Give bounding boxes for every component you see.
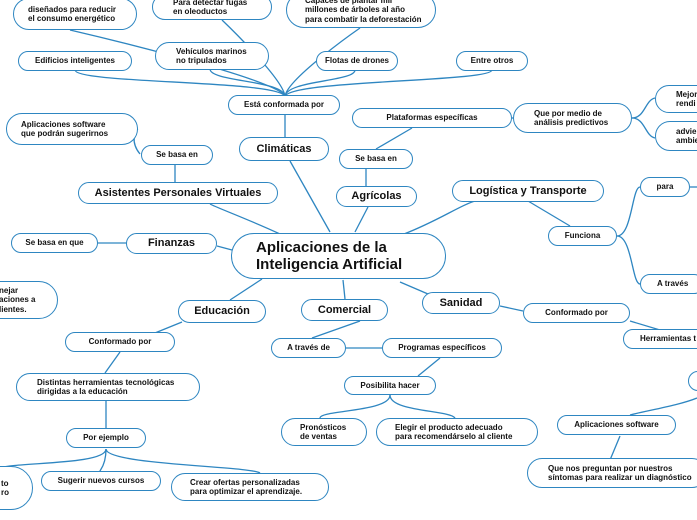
link xyxy=(216,245,233,251)
node-sales-forecast[interactable]: Pronósticos de ventas xyxy=(281,418,367,446)
node-educacion-connector[interactable]: Conformado por xyxy=(65,332,175,352)
node-predictive-analysis[interactable]: Que por medio de análisis predictivos xyxy=(513,103,632,133)
node-asistentes-connector[interactable]: Se basa en xyxy=(141,145,213,165)
node-comercial-connector2[interactable]: Posibilita hacer xyxy=(344,376,436,395)
node-asistentes[interactable]: Asistentes Personales Virtuales xyxy=(78,182,278,204)
link xyxy=(403,199,479,235)
link xyxy=(209,68,286,98)
link xyxy=(417,357,441,377)
node-leak-detection[interactable]: Para detectar fugas en oleoductos xyxy=(152,0,272,20)
link xyxy=(311,320,361,339)
link xyxy=(289,160,331,233)
node-product-recommend[interactable]: Elegir el producto adecuado para recomen… xyxy=(376,418,538,446)
node-logistica-traves[interactable]: A través xyxy=(640,274,697,294)
node-sanidad-connector[interactable]: Conformado por xyxy=(523,303,630,323)
node-tree-planting[interactable]: Capaces de plantar mil millones de árbol… xyxy=(286,0,436,28)
link xyxy=(74,69,286,98)
link xyxy=(375,127,413,150)
link xyxy=(104,351,121,374)
node-climaticas-connector[interactable]: Está conformada por xyxy=(228,95,340,115)
link xyxy=(616,235,641,285)
node-educacion[interactable]: Educación xyxy=(178,300,266,323)
node-symptom-diagnosis[interactable]: Que nos preguntan por nuestros síntomas … xyxy=(527,458,697,488)
node-comercial[interactable]: Comercial xyxy=(301,299,388,321)
link xyxy=(499,305,524,312)
node-sanidad[interactable]: Sanidad xyxy=(422,292,500,314)
link xyxy=(209,203,281,235)
link xyxy=(609,435,621,461)
node-edu-offers[interactable]: Crear ofertas personalizadas para optimi… xyxy=(171,473,329,501)
node-smart-buildings[interactable]: Edificios inteligentes xyxy=(18,51,132,71)
node-specific-platforms[interactable]: Plataformas específicas xyxy=(352,108,512,128)
link xyxy=(354,206,369,233)
node-finanzas-connector[interactable]: Se basa en que xyxy=(11,233,98,253)
link xyxy=(616,186,641,237)
node-energy-reduction[interactable]: diseñados para reducir el consumo energé… xyxy=(13,0,137,30)
link xyxy=(629,397,697,416)
node-health-tools[interactable]: Herramientas t xyxy=(623,329,697,349)
link xyxy=(342,279,346,300)
node-agricolas-connector[interactable]: Se basa en xyxy=(339,149,413,169)
link xyxy=(284,69,493,98)
node-health-software[interactable]: Aplicaciones software xyxy=(557,415,676,435)
link xyxy=(527,200,571,227)
node-edu-example[interactable]: Por ejemplo xyxy=(66,428,146,448)
node-finanzas[interactable]: Finanzas xyxy=(126,233,217,254)
link xyxy=(0,448,107,469)
link xyxy=(399,281,429,295)
node-drone-fleets[interactable]: Flotas de drones xyxy=(316,51,398,71)
link xyxy=(105,448,261,474)
node-edu-tools[interactable]: Distintas herramientas tecnológicas diri… xyxy=(16,373,200,401)
node-logistica[interactable]: Logística y Transporte xyxy=(452,180,604,202)
central-topic[interactable]: Aplicaciones de la Inteligencia Artifici… xyxy=(231,233,446,279)
node-finanzas-partial[interactable]: nejar aciones a lientes. xyxy=(0,281,58,319)
node-agri-partial-a[interactable]: Mejor rendi xyxy=(655,85,697,113)
node-edu-courses[interactable]: Sugerir nuevos cursos xyxy=(41,471,161,491)
link xyxy=(319,394,391,419)
node-specific-programs[interactable]: Programas específicos xyxy=(382,338,502,358)
node-agricolas[interactable]: Agrícolas xyxy=(336,186,417,207)
link xyxy=(229,278,263,301)
node-logistica-connector[interactable]: Funciona xyxy=(548,226,617,246)
link xyxy=(631,117,656,139)
node-marine-vehicles[interactable]: Vehículos marinos no tripulados xyxy=(155,42,269,70)
link xyxy=(389,394,456,419)
node-agri-partial-b[interactable]: advie ambie xyxy=(655,121,697,151)
node-software-suggest[interactable]: Aplicaciones software que podrán sugerir… xyxy=(6,113,138,145)
node-climaticas[interactable]: Climáticas xyxy=(239,137,329,161)
link xyxy=(284,69,356,98)
node-comercial-connector[interactable]: A través de xyxy=(271,338,346,358)
link xyxy=(631,97,656,119)
node-logistica-para[interactable]: para xyxy=(640,177,690,197)
node-others[interactable]: Entre otros xyxy=(456,51,528,71)
